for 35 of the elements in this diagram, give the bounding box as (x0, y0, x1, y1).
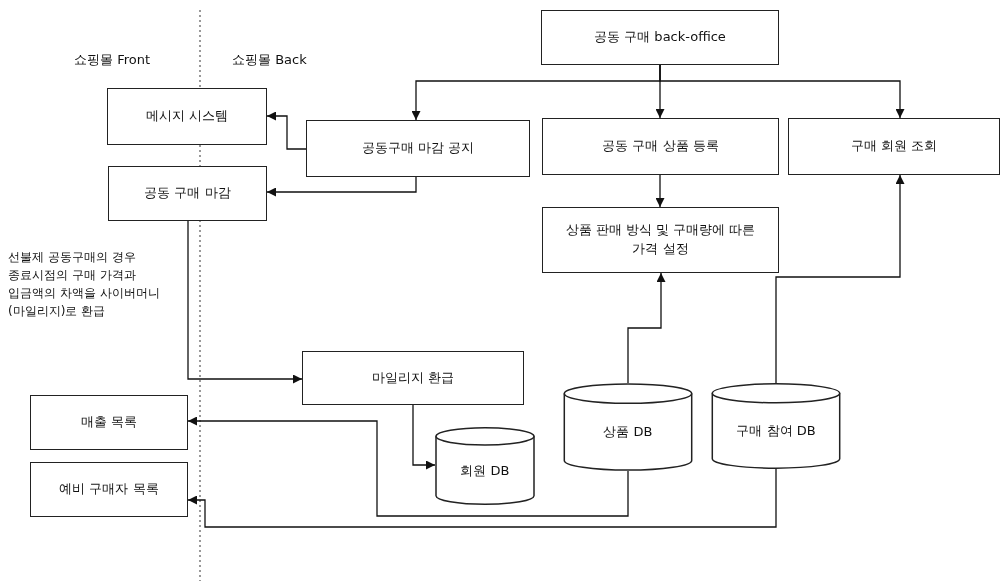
arrow (655, 174, 665, 208)
arrow (187, 468, 777, 528)
section-heading: 쇼핑몰 Back (232, 51, 307, 69)
process-box (108, 166, 267, 221)
node-label: 매출 목록 (80, 413, 138, 432)
arrow (775, 174, 905, 384)
section-heading: 쇼핑몰 Front (74, 51, 150, 69)
node-label: 공동 구매 상품 등록 (602, 137, 719, 156)
arrow (266, 176, 417, 197)
node-label: 공동 구매 마감 (144, 184, 231, 203)
process-box (542, 118, 779, 175)
node-label: 구매 참여 DB (736, 421, 816, 440)
process-box (302, 351, 524, 405)
process-box (542, 207, 779, 273)
node-label: 공동 구매 back-office (594, 28, 726, 47)
arrow (659, 64, 905, 119)
node-label: 구매 회원 조회 (850, 137, 938, 156)
node-label: 공동구매 마감 공지 (361, 139, 475, 158)
arrow (627, 272, 666, 384)
process-box (541, 10, 779, 65)
arrow (412, 404, 436, 470)
process-box (107, 88, 267, 145)
process-box (788, 118, 1000, 175)
node-label: 예비 구매자 목록 (59, 480, 159, 499)
node-label: 상품 DB (603, 422, 653, 441)
node-label: 상품 판매 방식 및 구매량에 따른 가격 설정 (564, 221, 757, 258)
node-label: 메시지 시스템 (145, 107, 229, 126)
process-box (306, 120, 530, 177)
arrow (266, 111, 307, 150)
process-box (30, 395, 188, 450)
node-label: 마일리지 환급 (371, 368, 455, 387)
arrow (187, 220, 303, 384)
process-box (30, 462, 188, 517)
arrow (187, 416, 629, 517)
node-label: 회원 DB (460, 461, 510, 480)
